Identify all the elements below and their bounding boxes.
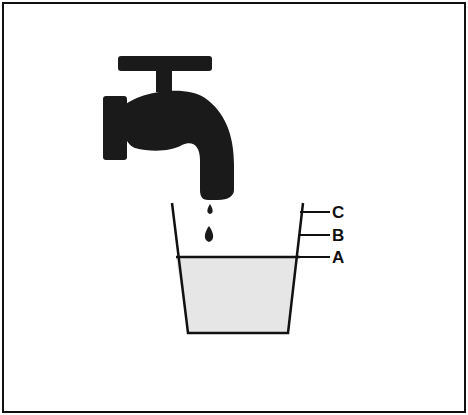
faucet-stem <box>156 70 172 92</box>
faucet-handle <box>118 56 212 71</box>
frame <box>3 3 465 412</box>
scale-tick <box>299 234 330 236</box>
level-label: C <box>332 204 344 221</box>
water-drop <box>207 204 212 214</box>
level-label: A <box>332 249 344 266</box>
beaker <box>172 203 303 333</box>
water-drop <box>205 226 213 242</box>
faucet-body <box>121 91 234 200</box>
level-label: B <box>332 227 344 244</box>
water-level <box>176 256 300 259</box>
water <box>176 257 298 332</box>
scale-tick <box>300 211 330 213</box>
scale-tick <box>298 256 330 258</box>
